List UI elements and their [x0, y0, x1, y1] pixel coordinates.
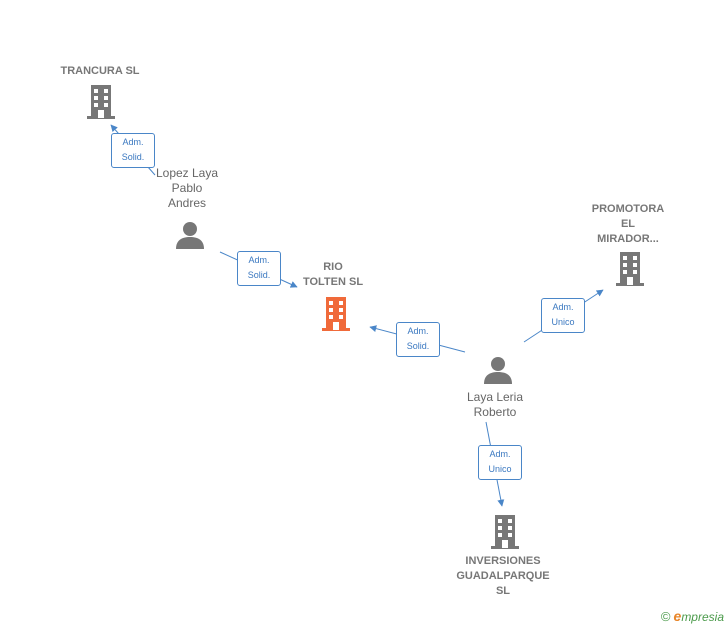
brand-e: e [673, 608, 682, 624]
edge-badge-laya-rio[interactable]: Adm. Solid. [396, 322, 440, 357]
node-label-laya-leria: Laya Leria Roberto [466, 390, 524, 419]
building-icon[interactable] [489, 515, 521, 549]
person-icon[interactable] [483, 356, 513, 384]
edge-badge-laya-promotora[interactable]: Adm. Unico [541, 298, 585, 333]
node-label-inversiones: INVERSIONES GUADALPARQUE SL [456, 555, 550, 597]
copyright-symbol: © [660, 609, 671, 624]
brand-rest: mpresia [681, 610, 724, 624]
node-label-lopez-laya: Lopez Laya Pablo Andres [155, 166, 219, 210]
node-label-rio-tolten: RIO TOLTEN SL [302, 261, 364, 288]
building-icon[interactable] [85, 85, 117, 119]
edge-badge-laya-inversiones[interactable]: Adm. Unico [478, 445, 522, 480]
edge-badge-lopez-trancura[interactable]: Adm. Solid. [111, 133, 155, 168]
building-icon[interactable] [320, 297, 352, 331]
person-icon[interactable] [175, 221, 205, 249]
brand-logo: ©empresia [661, 608, 724, 624]
edge-badge-lopez-rio[interactable]: Adm. Solid. [237, 251, 281, 286]
node-label-promotora: PROMOTORA EL MIRADOR... [591, 203, 665, 245]
building-icon[interactable] [614, 252, 646, 286]
node-label-trancura: TRANCURA SL [60, 65, 140, 77]
